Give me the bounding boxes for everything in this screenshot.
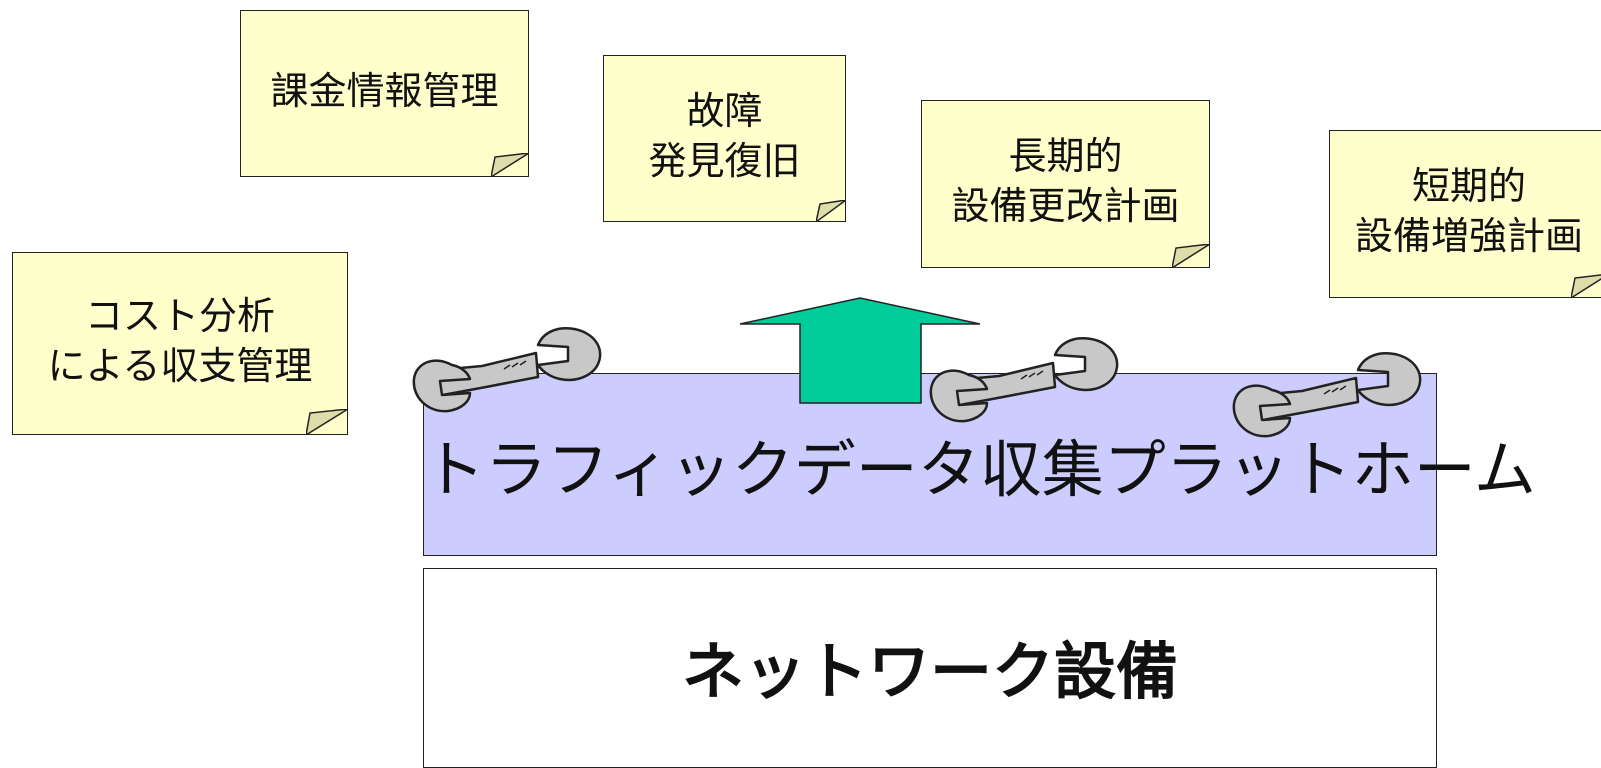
note-short-term-plan: 短期的 設備増強計画 <box>1329 130 1601 298</box>
page-curl-icon <box>491 153 529 177</box>
note-long-term-plan-text: 長期的 設備更改計画 <box>951 134 1180 228</box>
note-billing-text: 課金情報管理 <box>270 68 499 113</box>
up-arrow-icon <box>739 297 981 404</box>
wrench-icon <box>412 327 602 413</box>
note-cost-analysis: コスト分析 による収支管理 <box>12 252 348 435</box>
note-fault-recovery: 故障 発見復旧 <box>603 55 846 222</box>
note-long-term-plan: 長期的 設備更改計画 <box>921 100 1210 268</box>
page-curl-icon <box>1571 274 1601 298</box>
note-cost-analysis-text: コスト分析 による収支管理 <box>47 293 313 388</box>
note-short-term-plan-text: 短期的 設備増強計画 <box>1354 164 1583 258</box>
note-fault-recovery-text: 故障 発見復旧 <box>648 88 801 183</box>
traffic-platform-label: トラフィックデータ収集プラットホーム <box>423 433 1536 506</box>
page-curl-icon <box>1172 244 1210 268</box>
network-equipment-label: ネットワーク設備 <box>681 635 1178 708</box>
wrench-icon <box>929 337 1119 423</box>
wrench-icon <box>1232 352 1422 438</box>
page-curl-icon <box>306 409 348 435</box>
network-equipment-box <box>423 568 1437 768</box>
note-billing: 課金情報管理 <box>240 10 529 177</box>
page-curl-icon <box>816 200 846 222</box>
